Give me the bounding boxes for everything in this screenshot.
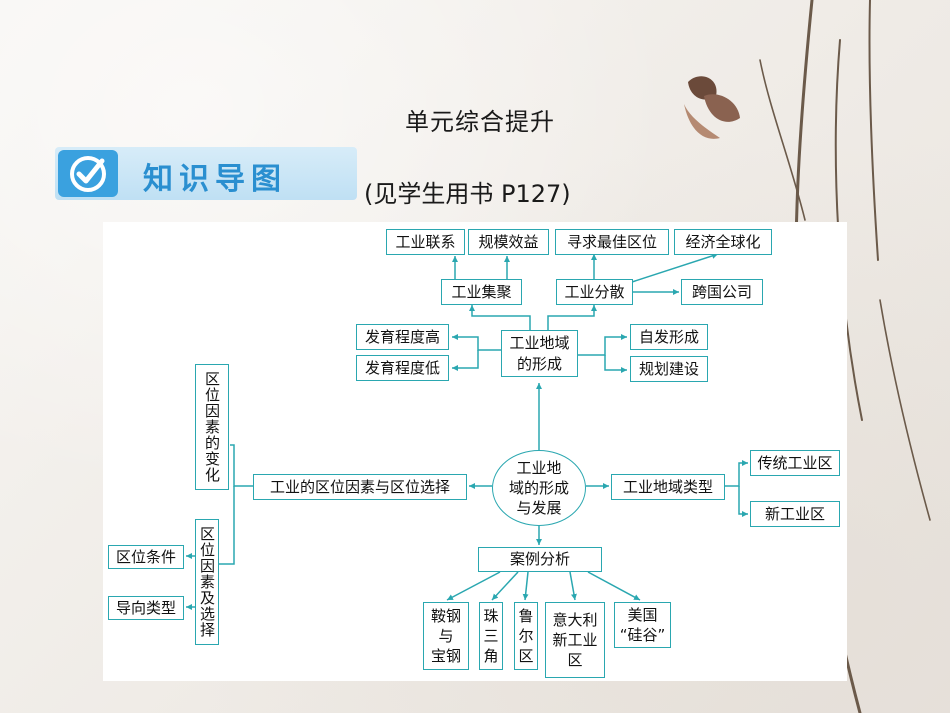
node-formation: 工业地域 的形成 xyxy=(501,330,578,377)
section-banner: 知识导图 xyxy=(55,147,357,200)
node-spontaneous: 自发形成 xyxy=(630,324,708,350)
node-traditional-region: 传统工业区 xyxy=(750,450,840,476)
page-subtitle: (见学生用书 P127) xyxy=(364,180,571,208)
node-high-development: 发育程度高 xyxy=(356,324,449,350)
node-case-ruhr: 鲁 尔 区 xyxy=(514,602,538,670)
node-case-anshan-baosteel: 鞍钢 与 宝钢 xyxy=(423,602,469,670)
page-title: 单元综合提升 xyxy=(405,108,555,136)
node-dispersion: 工业分散 xyxy=(556,279,633,305)
node-case-pearl-river-delta: 珠 三 角 xyxy=(479,602,503,670)
node-orientation-types: 导向类型 xyxy=(108,596,184,620)
node-low-development: 发育程度低 xyxy=(356,355,449,381)
check-badge xyxy=(58,150,118,197)
node-planned: 规划建设 xyxy=(630,356,708,382)
node-scale-benefit: 规模效益 xyxy=(468,229,549,255)
check-circle-icon xyxy=(70,156,106,192)
node-globalization: 经济全球化 xyxy=(674,229,772,255)
node-best-location: 寻求最佳区位 xyxy=(555,229,669,255)
node-industrial-links: 工业联系 xyxy=(386,229,465,255)
node-location-choice: 工业的区位因素与区位选择 xyxy=(253,474,467,500)
node-case-analysis: 案例分析 xyxy=(478,547,602,572)
node-case-italy: 意大利 新工业 区 xyxy=(545,602,605,678)
node-location-conditions: 区位条件 xyxy=(108,545,184,569)
node-center-topic: 工业地 域的形成 与发展 xyxy=(492,450,586,526)
node-case-silicon-valley: 美国 “硅谷” xyxy=(614,602,671,648)
node-region-types: 工业地域类型 xyxy=(611,474,725,500)
node-agglomeration: 工业集聚 xyxy=(441,279,522,305)
banner-label: 知识导图 xyxy=(143,162,287,197)
node-factor-change: 区位因素的变化 xyxy=(195,364,229,490)
node-factor-selection: 区位因素及选择 xyxy=(195,519,219,645)
node-new-region: 新工业区 xyxy=(750,501,840,527)
node-multinational: 跨国公司 xyxy=(681,279,763,305)
